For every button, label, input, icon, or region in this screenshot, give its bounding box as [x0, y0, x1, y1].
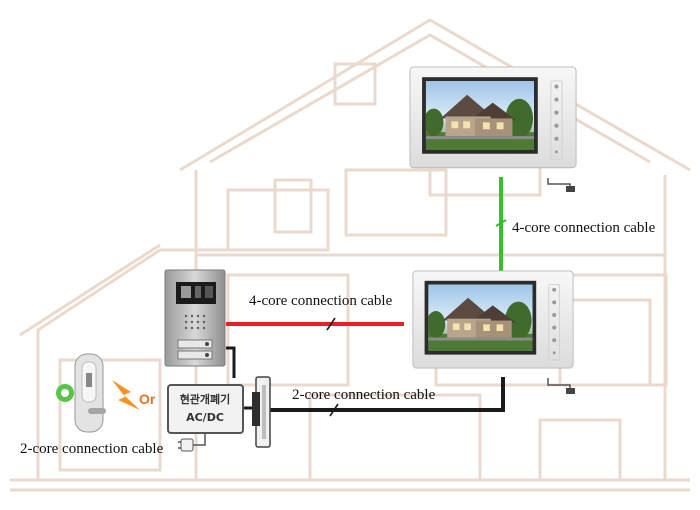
red-cable-tick	[326, 317, 336, 331]
cable-label-unlock: 2-core connection cable	[292, 387, 436, 403]
door-strike-icon	[252, 376, 271, 448]
or-text: Or	[139, 391, 156, 407]
monitor-icon	[410, 67, 576, 192]
power-supply-line1: 현관개폐기	[180, 392, 231, 406]
green-cable-tick	[495, 219, 507, 227]
power-supply-line2: AC/DC	[186, 411, 224, 424]
house-outline	[10, 18, 691, 492]
power-supply-icon: 현관개폐기 AC/DC	[167, 384, 244, 434]
monitor-icon	[413, 271, 575, 394]
door-lock-icon	[56, 353, 106, 433]
black-cable	[270, 377, 505, 412]
lightning-icon	[112, 380, 140, 410]
cable-label-door-station: 4-core connection cable	[249, 293, 393, 309]
door-station-icon	[164, 269, 226, 367]
cable-label-door-lock: 2-core connection cable	[20, 441, 164, 457]
black-cable-tick	[329, 403, 339, 417]
black-cable-station	[226, 346, 236, 378]
power-plug-icon	[178, 433, 206, 452]
cable-label-top: 4-core connection cable	[512, 220, 656, 236]
